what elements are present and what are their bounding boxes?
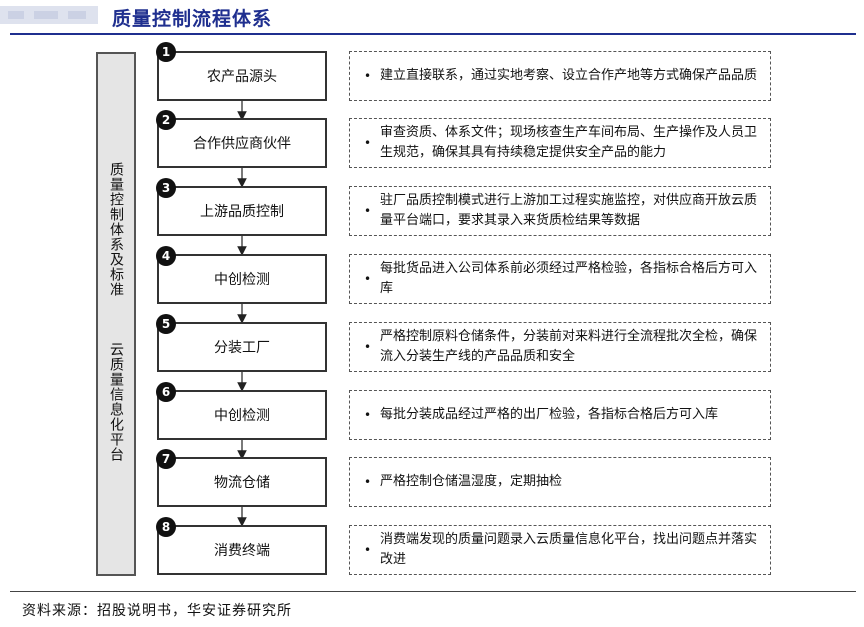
title-divider	[10, 33, 856, 35]
step-label: 上游品质控制	[200, 204, 284, 220]
bullet-icon: •	[364, 408, 372, 422]
step-description-1: • 建立直接联系，通过实地考察、设立合作产地等方式确保产品品质	[349, 51, 771, 101]
step-number-badge: 7	[156, 449, 176, 469]
step-box-6: 中创检测	[157, 390, 327, 440]
step-description-text: 每批分装成品经过严格的出厂检验，各指标合格后方可入库	[380, 407, 719, 422]
step-description-8: • 消费端发现的质量问题录入云质量信息化平台，找出问题点并落实改进	[349, 525, 771, 575]
step-description-3: • 驻厂品质控制模式进行上游加工过程实施监控，对供应商开放云质量平台端口，要求其…	[349, 186, 771, 236]
step-box-7: 物流仓储	[157, 457, 327, 507]
step-number-badge: 1	[156, 42, 176, 62]
step-number-badge: 6	[156, 382, 176, 402]
header-decoration-icon	[0, 6, 98, 24]
footer-divider	[10, 591, 856, 592]
bullet-icon: •	[364, 475, 372, 489]
side-panel: 质量控制体系及标准 云质量信息化平台	[96, 52, 136, 576]
step-label: 消费终端	[214, 543, 270, 559]
step-description-text: 每批货品进入公司体系前必须经过严格检验，各指标合格后方可入库	[380, 261, 758, 296]
step-label: 中创检测	[214, 272, 270, 288]
step-description-text: 建立直接联系，通过实地考察、设立合作产地等方式确保产品品质	[380, 68, 758, 83]
step-description-text: 驻厂品质控制模式进行上游加工过程实施监控，对供应商开放云质量平台端口，要求其录入…	[380, 193, 758, 228]
step-box-2: 合作供应商伙伴	[157, 118, 327, 168]
bullet-icon: •	[364, 69, 372, 83]
side-panel-label-bottom: 云质量信息化平台	[108, 342, 124, 462]
step-box-5: 分装工厂	[157, 322, 327, 372]
step-label: 分装工厂	[214, 340, 270, 356]
step-box-8: 消费终端	[157, 525, 327, 575]
step-description-text: 严格控制原料仓储条件，分装前对来料进行全流程批次全检，确保流入分装生产线的产品品…	[380, 329, 758, 364]
step-description-7: • 严格控制仓储温湿度，定期抽检	[349, 457, 771, 507]
step-description-text: 审查资质、体系文件；现场核查生产车间布局、生产操作及人员卫生规范，确保其具有持续…	[380, 125, 758, 160]
step-description-4: • 每批货品进入公司体系前必须经过严格检验，各指标合格后方可入库	[349, 254, 771, 304]
step-description-text: 消费端发现的质量问题录入云质量信息化平台，找出问题点并落实改进	[380, 532, 758, 567]
step-number-badge: 2	[156, 110, 176, 130]
bullet-icon: •	[364, 136, 372, 150]
step-label: 农产品源头	[207, 69, 277, 85]
step-label: 中创检测	[214, 408, 270, 424]
step-box-3: 上游品质控制	[157, 186, 327, 236]
source-note: 资料来源：招股说明书，华安证券研究所	[22, 603, 292, 619]
bullet-icon: •	[364, 204, 372, 218]
header: 质量控制流程体系	[0, 0, 864, 30]
step-label: 合作供应商伙伴	[193, 136, 291, 152]
step-description-text: 严格控制仓储温湿度，定期抽检	[380, 474, 563, 489]
step-box-1: 农产品源头	[157, 51, 327, 101]
step-number-badge: 4	[156, 246, 176, 266]
step-description-2: • 审查资质、体系文件；现场核查生产车间布局、生产操作及人员卫生规范，确保其具有…	[349, 118, 771, 168]
step-description-6: • 每批分装成品经过严格的出厂检验，各指标合格后方可入库	[349, 390, 771, 440]
step-number-badge: 5	[156, 314, 176, 334]
step-number-badge: 8	[156, 517, 176, 537]
page-title: 质量控制流程体系	[112, 8, 273, 30]
bullet-icon: •	[364, 340, 372, 354]
step-description-5: • 严格控制原料仓储条件，分装前对来料进行全流程批次全检，确保流入分装生产线的产…	[349, 322, 771, 372]
bullet-icon: •	[364, 272, 372, 286]
side-panel-label-top: 质量控制体系及标准	[108, 162, 124, 297]
step-label: 物流仓储	[214, 475, 270, 491]
step-number-badge: 3	[156, 178, 176, 198]
bullet-icon: •	[364, 543, 372, 557]
step-box-4: 中创检测	[157, 254, 327, 304]
